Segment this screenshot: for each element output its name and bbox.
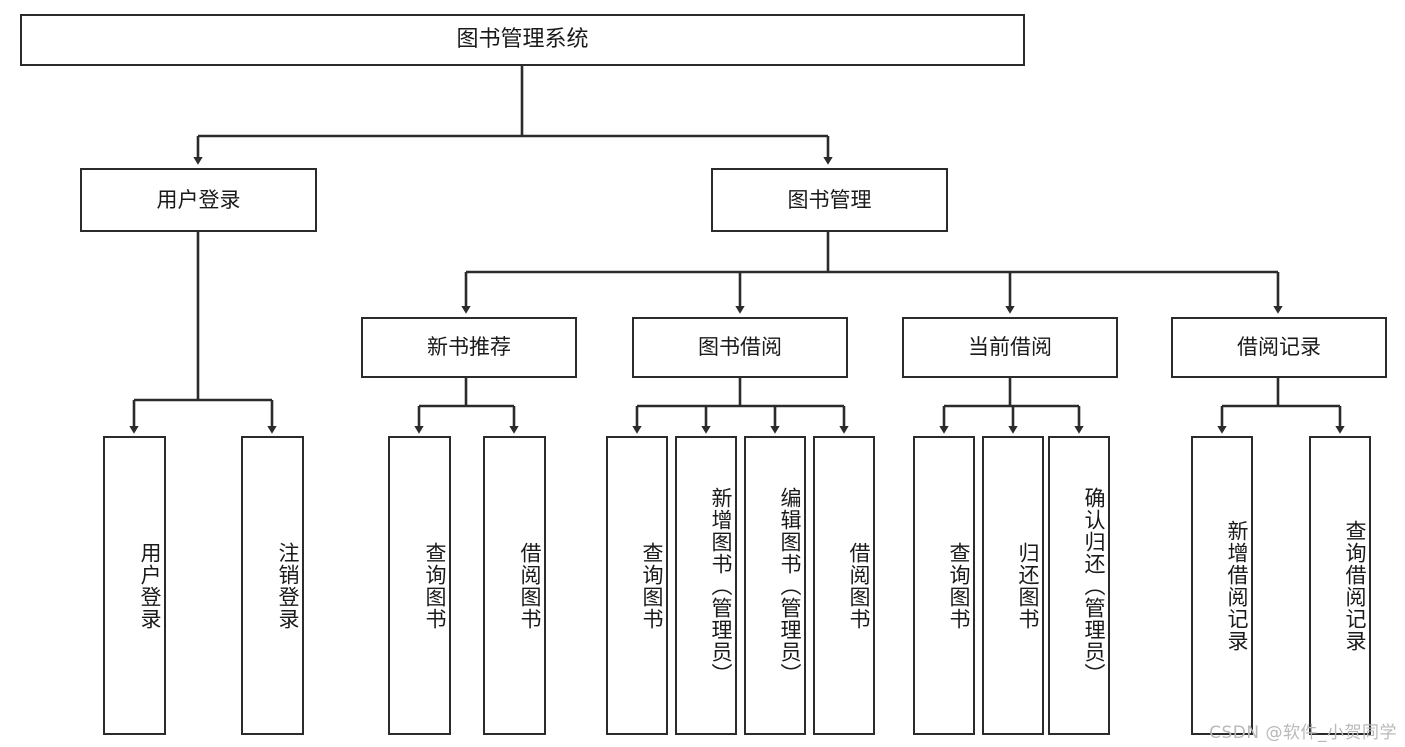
node-label: 图书管理系统	[456, 27, 589, 53]
node-user-login[interactable]: 用户登录	[80, 168, 317, 232]
node-label: 借阅记录	[1237, 335, 1321, 360]
node-label: 查询借阅记录	[1343, 519, 1367, 652]
node-label: 图书借阅	[698, 335, 782, 360]
csdn-watermark: CSDN @软件_小贺同学	[1209, 723, 1397, 743]
node-label: 用户登录	[138, 541, 162, 630]
leaf-borrow-record-query[interactable]: 查询借阅记录	[1309, 436, 1371, 735]
leaf-new-book-query[interactable]: 查询图书	[388, 436, 451, 735]
node-label: 图书管理	[787, 187, 872, 212]
leaf-current-borrow-query[interactable]: 查询图书	[913, 436, 975, 735]
node-label: 借阅图书	[847, 541, 871, 630]
leaf-current-borrow-confirm-return[interactable]: 确认归还（管理员）	[1048, 436, 1110, 735]
node-new-book-recommend[interactable]: 新书推荐	[361, 317, 577, 378]
node-root-system[interactable]: 图书管理系统	[20, 14, 1025, 66]
leaf-user-login-logout[interactable]: 注销登录	[241, 436, 304, 735]
leaf-book-borrow-add[interactable]: 新增图书（管理员）	[675, 436, 737, 735]
node-label: 归还图书	[1016, 541, 1040, 630]
node-label: 编辑图书（管理员）	[778, 486, 802, 685]
node-label: 用户登录	[156, 187, 241, 212]
leaf-book-borrow-edit[interactable]: 编辑图书（管理员）	[744, 436, 806, 735]
leaf-book-borrow-query[interactable]: 查询图书	[606, 436, 668, 735]
node-current-borrow[interactable]: 当前借阅	[902, 317, 1118, 378]
node-label: 当前借阅	[968, 335, 1052, 360]
node-label: 查询图书	[423, 541, 447, 630]
leaf-new-book-borrow[interactable]: 借阅图书	[483, 436, 546, 735]
leaf-borrow-record-add[interactable]: 新增借阅记录	[1191, 436, 1253, 735]
node-label: 新书推荐	[427, 335, 511, 360]
node-label: 新增图书（管理员）	[709, 486, 733, 685]
leaf-current-borrow-return[interactable]: 归还图书	[982, 436, 1044, 735]
node-label: 查询图书	[640, 541, 664, 630]
node-label: 注销登录	[276, 541, 300, 630]
node-label: 新增借阅记录	[1225, 519, 1249, 652]
node-book-borrow[interactable]: 图书借阅	[632, 317, 848, 378]
node-label: 确认归还（管理员）	[1082, 486, 1106, 685]
node-book-management[interactable]: 图书管理	[711, 168, 948, 232]
node-label: 查询图书	[947, 541, 971, 630]
node-borrow-record[interactable]: 借阅记录	[1171, 317, 1387, 378]
leaf-user-login-login[interactable]: 用户登录	[103, 436, 166, 735]
node-label: 借阅图书	[518, 541, 542, 630]
leaf-book-borrow-borrow[interactable]: 借阅图书	[813, 436, 875, 735]
